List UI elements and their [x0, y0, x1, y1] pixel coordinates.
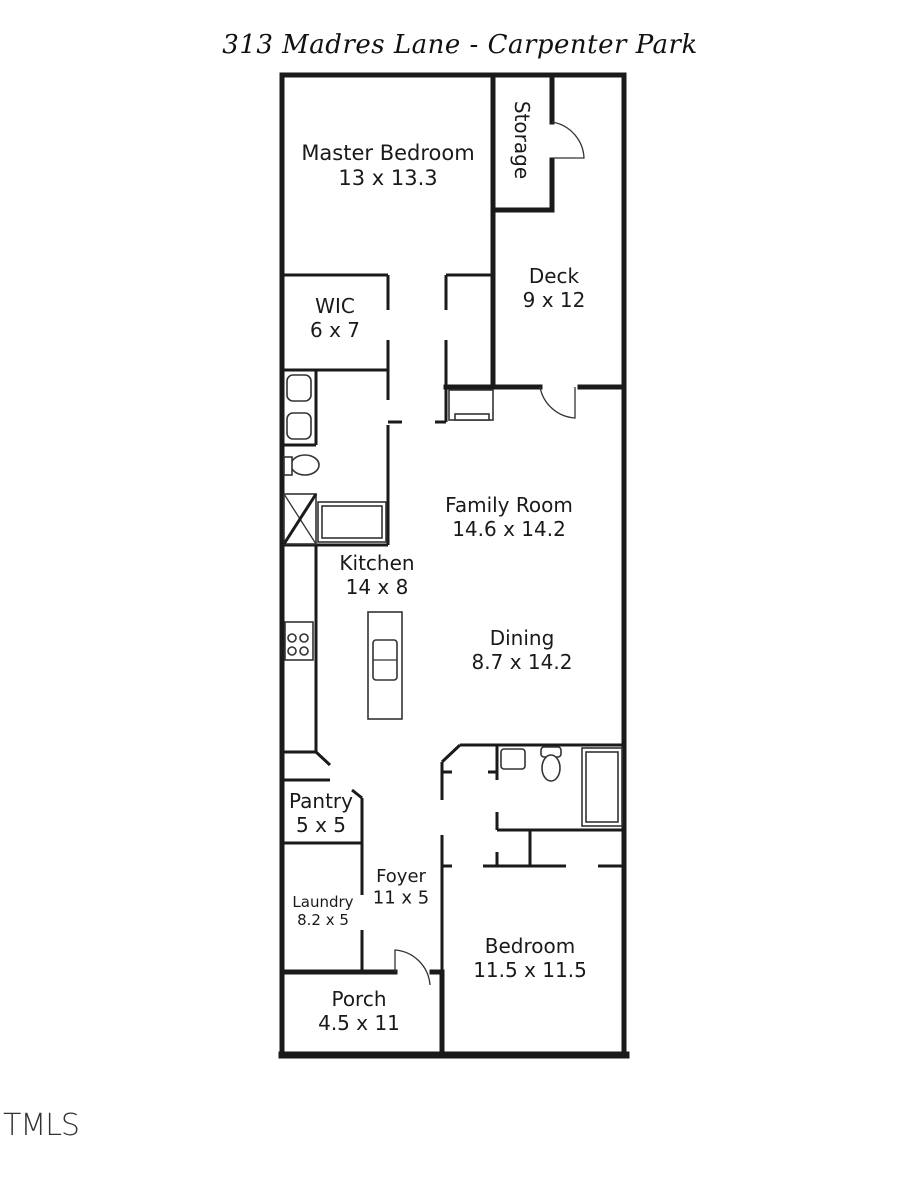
plan-title: 313 Madres Lane - Carpenter Park — [222, 30, 698, 60]
deck-walls — [443, 207, 627, 419]
master-bath — [282, 370, 402, 547]
storage-walls — [490, 72, 585, 213]
storage-door-icon — [551, 121, 585, 159]
sink-icon — [286, 412, 312, 440]
room-label-storage: Storage — [510, 101, 534, 179]
wic-walls — [282, 273, 494, 424]
pantry-laundry-walls — [282, 778, 364, 972]
sink-icon — [500, 748, 526, 770]
mls-logo: TMLS — [3, 1108, 80, 1143]
kitchen-fixtures — [282, 545, 403, 767]
front-door-icon — [394, 949, 431, 986]
sink-icon — [286, 374, 312, 402]
bedroom-walls — [440, 743, 624, 972]
outer-walls — [278, 72, 630, 1059]
porch-walls — [279, 949, 445, 1058]
toilet-icon — [290, 454, 320, 476]
deck-door-icon — [539, 386, 576, 419]
